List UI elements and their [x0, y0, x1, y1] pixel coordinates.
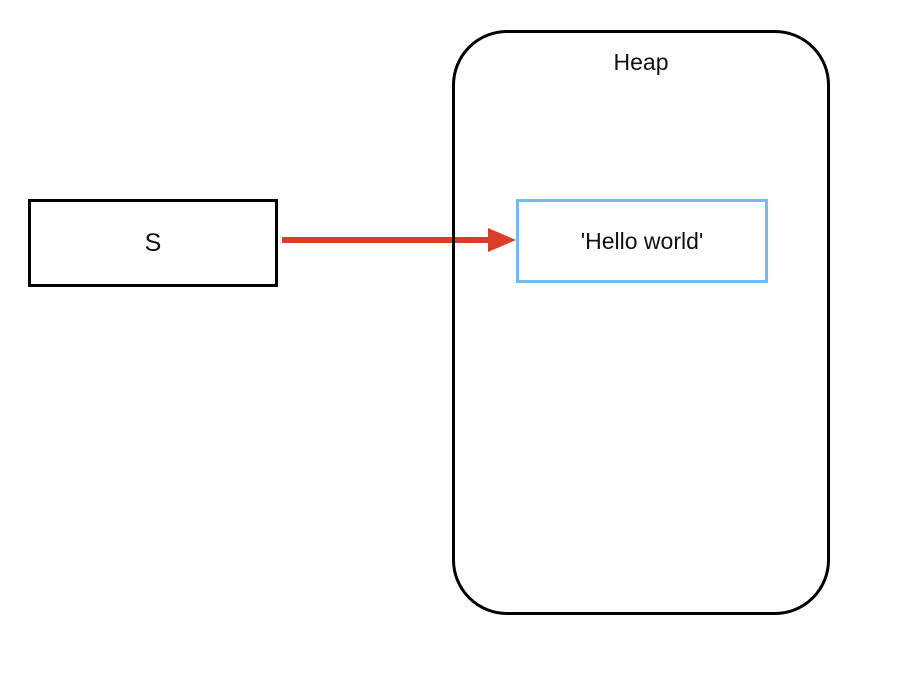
heap-container: Heap 'Hello world' [452, 30, 830, 615]
variable-box-s: S [28, 199, 278, 287]
heap-value-box: 'Hello world' [516, 199, 768, 283]
heap-value-text: 'Hello world' [580, 227, 704, 254]
pointer-arrow [282, 228, 516, 252]
variable-label: S [144, 228, 162, 257]
pointer-arrow-head [488, 228, 516, 252]
heap-label: Heap [613, 49, 669, 75]
